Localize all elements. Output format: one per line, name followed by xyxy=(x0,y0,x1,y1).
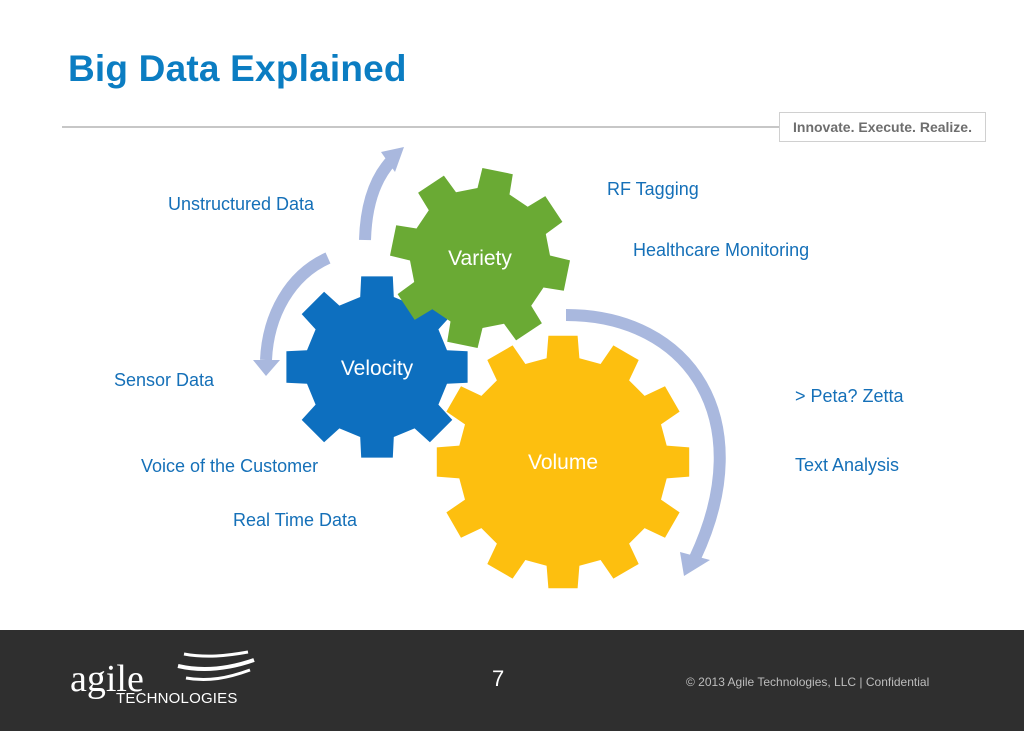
copyright-text: © 2013 Agile Technologies, LLC | Confide… xyxy=(686,675,930,689)
gear-label-variety: Variety xyxy=(448,247,512,270)
label-sensor-data: Sensor Data xyxy=(114,370,215,390)
label-peta-zetta: > Peta? Zetta xyxy=(795,386,904,406)
label-unstructured-data: Unstructured Data xyxy=(168,194,315,214)
logo-swoosh-icon xyxy=(177,650,255,682)
logo-subtitle: TECHNOLOGIES xyxy=(116,690,238,707)
gear-variety xyxy=(390,168,570,348)
title-divider xyxy=(62,126,782,128)
label-healthcare-monitoring: Healthcare Monitoring xyxy=(633,240,810,260)
arrow-head-right xyxy=(680,552,710,576)
gear-label-volume: Volume xyxy=(528,451,598,474)
label-text-analysis: Text Analysis xyxy=(795,455,900,475)
arrow-head-left xyxy=(253,360,280,376)
page-number: 7 xyxy=(492,666,505,691)
cycle-arrows xyxy=(260,155,726,561)
arrow-right xyxy=(565,309,726,561)
label-voice-of-customer: Voice of the Customer xyxy=(141,456,319,476)
tagline-text: Innovate. Execute. Realize. xyxy=(793,119,972,135)
logo-wordmark: agile xyxy=(70,658,144,700)
gear-volume xyxy=(436,335,690,589)
gear-variety-shape xyxy=(390,168,570,348)
gear-velocity xyxy=(286,276,468,458)
arrow-top xyxy=(359,155,397,241)
gear-velocity-shape xyxy=(286,276,468,458)
gear-volume-shape xyxy=(436,335,690,589)
footer-bar: agile TECHNOLOGIES 7 © 2013 Agile Techno… xyxy=(0,630,1024,731)
arrow-left xyxy=(260,252,331,361)
tagline-box: Innovate. Execute. Realize. xyxy=(779,112,986,142)
gears-diagram: Variety Velocity Volume xyxy=(253,147,726,589)
label-real-time-data: Real Time Data xyxy=(233,510,358,530)
slide-title: Big Data Explained xyxy=(68,48,407,89)
label-rf-tagging: RF Tagging xyxy=(607,179,699,199)
gear-label-velocity: Velocity xyxy=(341,357,414,380)
arrow-heads xyxy=(253,147,710,576)
arrow-head-top xyxy=(381,147,404,172)
